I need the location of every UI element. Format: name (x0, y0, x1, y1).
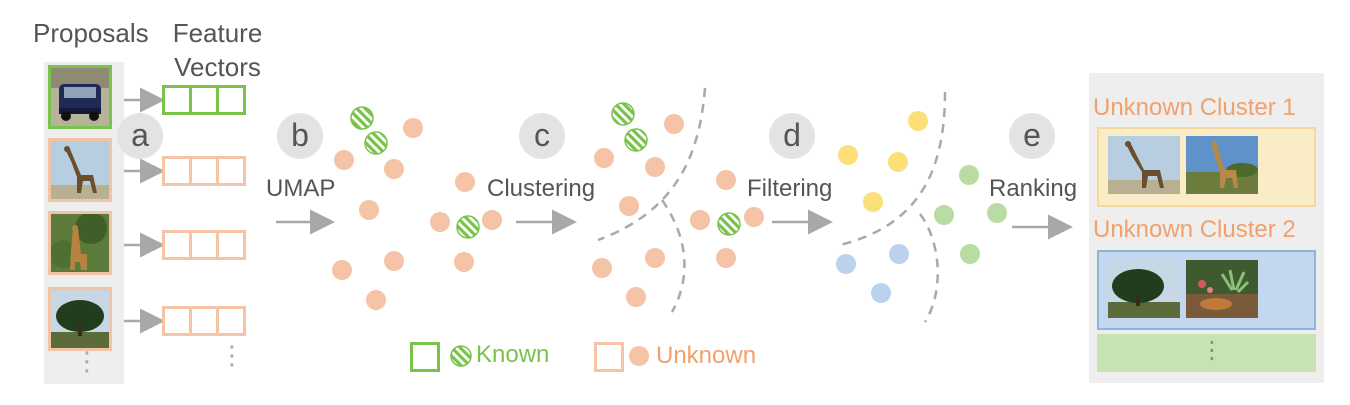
known-point (624, 128, 648, 152)
step-e-label: Ranking (989, 175, 1078, 202)
cluster-1-point (908, 111, 928, 131)
proposal-thumbnail-tree (48, 287, 112, 351)
step-c-label: Clustering (487, 175, 596, 202)
known-point (611, 102, 635, 126)
proposal-thumbnail-giraffe-1 (48, 138, 112, 202)
unknown-point (403, 118, 423, 138)
feature-cell (216, 156, 246, 186)
feature-cell (216, 230, 246, 260)
cluster-1-thumbnail-giraffe (1108, 136, 1180, 194)
unknown-point (455, 172, 475, 192)
proposal-thumbnail-giraffe-2 (48, 211, 112, 275)
unknown-point (430, 212, 450, 232)
cluster-3-point (934, 205, 954, 225)
proposals-header: Proposals (33, 18, 149, 48)
step-c-marker: c (519, 113, 565, 159)
filtering-points (836, 111, 1007, 303)
cluster-1-thumbnail-giraffe-savanna (1186, 136, 1258, 194)
legend-known-label: Known (476, 341, 550, 368)
feature-vector-unknown-3 (162, 306, 246, 336)
unknown-point (384, 251, 404, 271)
cluster-1-point (888, 152, 908, 172)
known-point (364, 131, 388, 155)
legend-unknown-square (594, 342, 624, 372)
feature-vectors-header-line2: Vectors (174, 52, 261, 82)
cluster-boundary-d-1 (839, 91, 947, 247)
unknown-point (366, 290, 386, 310)
cluster-2-point (836, 254, 856, 274)
cluster-2-title: Unknown Cluster 2 (1093, 216, 1296, 243)
feature-vector-known (162, 85, 246, 115)
cluster-boundary-d-2 (919, 213, 939, 323)
unknown-point (334, 150, 354, 170)
cluster-1-point (838, 145, 858, 165)
unknown-point (716, 248, 736, 268)
known-point (350, 106, 374, 130)
unknown-point (454, 252, 474, 272)
unknown-point (744, 207, 764, 227)
feature-vectors-header-line1: Feature (172, 18, 263, 48)
unknown-point (619, 196, 639, 216)
feature-vector-unknown-1 (162, 156, 246, 186)
cluster-2-thumbnail-plants (1186, 260, 1258, 318)
cluster-3-point (987, 203, 1007, 223)
clusters-ellipsis: ⋮ (1200, 337, 1224, 364)
cluster-2-point (871, 283, 891, 303)
cluster-2-point (889, 244, 909, 264)
step-b-marker: b (277, 113, 323, 159)
step-d-marker: d (769, 113, 815, 159)
cluster-3-point (959, 165, 979, 185)
unknown-point (332, 260, 352, 280)
step-b-label: UMAP (266, 175, 336, 202)
cluster-2-thumbnail-tree (1108, 260, 1180, 318)
cluster-3-box (1097, 334, 1316, 372)
legend-unknown-point (629, 346, 649, 366)
ranked-clusters-panel (1089, 73, 1324, 383)
feature-cell (216, 85, 246, 115)
step-d-label: Filtering (747, 175, 833, 202)
legend-unknown-label: Unknown (656, 342, 757, 369)
known-point (456, 215, 480, 239)
feature-cell (216, 306, 246, 336)
umap-points (332, 106, 502, 310)
proposal-thumbnail-car (48, 65, 112, 129)
unknown-point (690, 210, 710, 230)
cluster-3-point (960, 244, 980, 264)
legend-known-square (410, 342, 440, 372)
unknown-point (626, 287, 646, 307)
unknown-point (645, 157, 665, 177)
unknown-point (594, 148, 614, 168)
legend-known-point (450, 345, 472, 367)
cluster-boundary-c-1 (597, 87, 707, 242)
known-point (717, 212, 741, 236)
unknown-point (592, 258, 612, 278)
unknown-point (645, 248, 665, 268)
step-e-marker: e (1009, 113, 1055, 159)
unknown-point (664, 114, 684, 134)
unknown-point (359, 200, 379, 220)
unknown-point (482, 210, 502, 230)
feature-vector-unknown-2 (162, 230, 246, 260)
cluster-1-point (863, 192, 883, 212)
step-a-marker: a (117, 113, 163, 159)
unknown-point (384, 159, 404, 179)
clustering-points (592, 102, 764, 307)
unknown-point (716, 170, 736, 190)
cluster-1-title: Unknown Cluster 1 (1093, 94, 1296, 121)
